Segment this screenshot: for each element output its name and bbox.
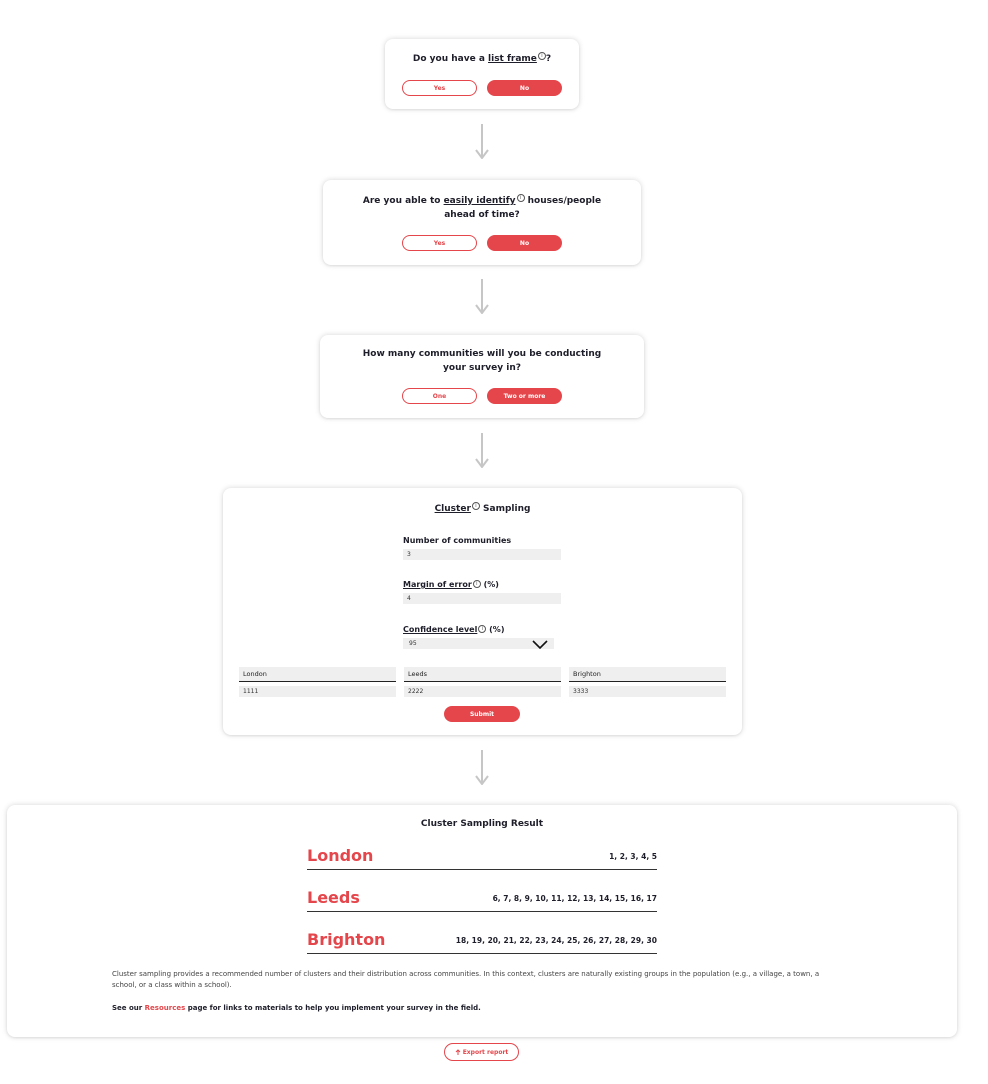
info-icon[interactable]: i xyxy=(537,52,546,60)
confidence-unit: (%) xyxy=(489,625,505,634)
cluster-numbers: 6, 7, 8, 9, 10, 11, 12, 13, 14, 15, 16, … xyxy=(492,894,657,903)
confidence-level-select[interactable]: 95 xyxy=(403,638,554,649)
easily-identify-link[interactable]: easily identify xyxy=(443,196,516,206)
community-value-input[interactable]: 2222 xyxy=(404,686,561,697)
info-icon[interactable]: i xyxy=(471,502,480,510)
question-text: Do you have a xyxy=(412,54,489,64)
arrow-down-icon xyxy=(474,124,490,160)
margin-of-error-link[interactable]: Margin of error xyxy=(403,580,472,589)
question-text-line2: your survey in? xyxy=(443,363,521,373)
no-button[interactable]: No xyxy=(487,80,562,96)
community-value-input[interactable]: 1111 xyxy=(239,686,396,697)
info-icon[interactable]: i xyxy=(516,194,525,202)
form-title-text: Sampling xyxy=(479,504,531,514)
chevron-down-icon xyxy=(532,640,548,649)
community-name: Brighton xyxy=(307,930,386,949)
communities-question: How many communities will you be conduct… xyxy=(320,347,644,375)
result-row: Leeds 6, 7, 8, 9, 10, 11, 12, 13, 14, 15… xyxy=(307,887,657,912)
cluster-sampling-result: Cluster Sampling Result xyxy=(7,805,957,1037)
confidence-level-value: 95 xyxy=(409,640,417,647)
yes-button[interactable]: Yes xyxy=(402,80,477,96)
resources-note: See our Resources page for links to mate… xyxy=(112,1003,842,1014)
one-button[interactable]: One xyxy=(402,388,477,404)
community-name-input[interactable]: London xyxy=(239,667,396,682)
export-report-button[interactable]: Export report xyxy=(444,1043,519,1061)
info-icon[interactable]: i xyxy=(472,580,481,588)
result-description: Cluster sampling provides a recommended … xyxy=(112,970,820,989)
resources-link[interactable]: Resources xyxy=(144,1004,186,1012)
arrow-down-icon xyxy=(474,279,490,315)
upload-icon xyxy=(455,1048,461,1055)
resources-note-pre: See our xyxy=(112,1004,145,1012)
export-report-label: Export report xyxy=(462,1048,509,1056)
num-communities-label: Number of communities xyxy=(403,536,512,545)
two-or-more-button[interactable]: Two or more xyxy=(487,388,562,404)
question-text-end: houses/people xyxy=(524,196,602,206)
cluster-numbers: 18, 19, 20, 21, 22, 23, 24, 25, 26, 27, … xyxy=(455,936,657,945)
result-row: Brighton 18, 19, 20, 21, 22, 23, 24, 25,… xyxy=(307,929,657,954)
resources-note-post: page for links to materials to help you … xyxy=(185,1004,481,1012)
yes-button[interactable]: Yes xyxy=(402,235,477,251)
margin-unit: (%) xyxy=(483,580,499,589)
community-name: Leeds xyxy=(307,888,360,907)
list-frame-link[interactable]: list frame xyxy=(488,54,537,64)
question-text: Are you able to xyxy=(362,196,444,206)
result-title: Cluster Sampling Result xyxy=(420,819,544,829)
arrow-down-icon xyxy=(474,750,490,786)
community-name-input[interactable]: Brighton xyxy=(569,667,726,682)
no-button[interactable]: No xyxy=(487,235,562,251)
question-text-end: ? xyxy=(545,54,552,64)
communities-question-card: How many communities will you be conduct… xyxy=(320,335,644,418)
community-name: London xyxy=(307,846,374,865)
margin-of-error-input[interactable]: 4 xyxy=(403,593,561,604)
submit-button[interactable]: Submit xyxy=(444,706,520,722)
question-text: How many communities will you be conduct… xyxy=(362,349,602,359)
community-name-input[interactable]: Leeds xyxy=(404,667,561,682)
result-row: London 1, 2, 3, 4, 5 xyxy=(307,845,657,870)
confidence-level-link[interactable]: Confidence level xyxy=(403,625,478,634)
arrow-down-icon xyxy=(474,433,490,469)
community-value-input[interactable]: 3333 xyxy=(569,686,726,697)
question-text-line2: ahead of time? xyxy=(444,210,520,220)
cluster-link[interactable]: Cluster xyxy=(434,504,471,514)
cluster-numbers: 1, 2, 3, 4, 5 xyxy=(609,852,657,861)
info-icon[interactable]: i xyxy=(478,625,487,633)
num-communities-input[interactable]: 3 xyxy=(403,549,561,560)
